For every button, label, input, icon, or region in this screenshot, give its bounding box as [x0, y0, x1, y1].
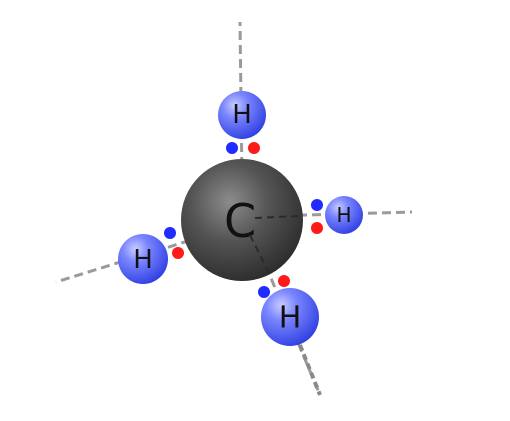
hydrogen-label-bottom: H: [279, 301, 302, 336]
hydrogen-atom-left: H: [118, 234, 168, 284]
axis-top: [238, 21, 244, 181]
electron-red-right: [311, 222, 323, 234]
hydrogen-label-top: H: [232, 100, 252, 130]
hydrogen-atom-right: H: [325, 196, 363, 234]
hydrogen-atom-top: H: [218, 91, 266, 139]
hydrogen-label-right: H: [336, 203, 351, 227]
inner-axis-right: [254, 215, 301, 219]
axis-bottom-outer: [298, 344, 322, 396]
electron-blue-left: [164, 227, 176, 239]
carbon-sphere: [181, 159, 303, 281]
hydrogen-sphere-top: [218, 91, 266, 139]
hydrogen-sphere-right: [325, 196, 363, 234]
carbon-atom: C: [181, 159, 303, 281]
hydrogen-sphere-bottom: [261, 288, 319, 346]
hydrogen-atom-bottom: H: [261, 288, 319, 346]
electron-blue-bottom: [258, 286, 270, 298]
electron-red-top: [248, 142, 260, 154]
hydrogen-label-left: H: [133, 245, 153, 275]
electron-red-left: [172, 247, 184, 259]
carbon-label: C: [224, 194, 256, 248]
electron-pairs: [164, 142, 323, 298]
inner-axis-bottom: [249, 234, 271, 276]
inner-axes: [249, 215, 301, 276]
electron-blue-right: [311, 199, 323, 211]
electron-red-bottom: [278, 275, 290, 287]
hydrogen-sphere-left: [118, 234, 168, 284]
electron-blue-top: [226, 142, 238, 154]
